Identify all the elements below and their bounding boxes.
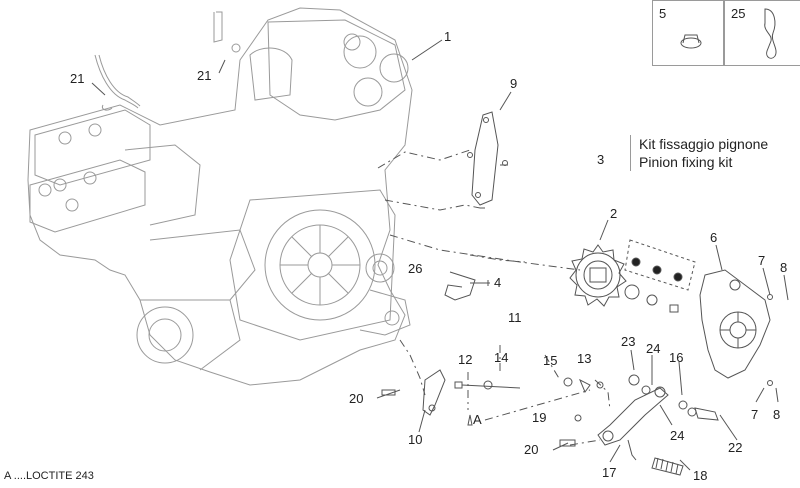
callout-24-bottom: 24 — [670, 428, 685, 443]
callout-2: 2 — [610, 206, 618, 221]
callout-16: 16 — [669, 350, 684, 365]
callout-26: 26 — [408, 261, 423, 276]
plug-icon — [680, 34, 702, 49]
callout-4: 4 — [494, 275, 502, 290]
inset-number-25: 25 — [731, 6, 746, 21]
callout-6: 6 — [710, 230, 718, 245]
callout-8-bottom: 8 — [773, 407, 781, 422]
callout-11: 11 — [508, 310, 522, 325]
callout-13: 13 — [577, 351, 592, 366]
footnote-loctite: A ....LOCTITE 243 — [4, 470, 94, 482]
callout-9: 9 — [510, 76, 518, 91]
callout-3: 3 — [597, 152, 605, 167]
kit-label: Kit fissaggio pignone Pinion fixing kit — [630, 135, 800, 171]
callout-1: 1 — [444, 29, 452, 44]
callout-7-bottom: 7 — [751, 407, 759, 422]
kit-label-english: Pinion fixing kit — [639, 154, 733, 170]
inset-number-5: 5 — [659, 6, 667, 21]
callout-21-left: 21 — [70, 71, 85, 86]
callout-A-threadlocker: A — [473, 412, 482, 427]
callout-14: 14 — [494, 350, 509, 365]
callout-23: 23 — [621, 334, 636, 349]
inset-part-25: 25 — [724, 0, 800, 66]
callout-15: 15 — [543, 353, 558, 368]
callout-8-top: 8 — [780, 260, 788, 275]
callout-19: 19 — [532, 410, 547, 425]
callout-10: 10 — [408, 432, 423, 447]
callout-20-bottom: 20 — [524, 442, 539, 457]
callout-12: 12 — [458, 352, 473, 367]
callout-24-top: 24 — [646, 341, 661, 356]
callout-17: 17 — [602, 465, 617, 480]
callout-7-top: 7 — [758, 253, 766, 268]
callout-18: 18 — [693, 468, 708, 483]
clip-icon — [764, 8, 777, 59]
callout-21-top: 21 — [197, 68, 212, 83]
callout-22: 22 — [728, 440, 743, 455]
kit-label-italian: Kit fissaggio pignone — [639, 136, 769, 152]
inset-part-5: 5 — [652, 0, 724, 66]
callout-20-left: 20 — [349, 391, 364, 406]
